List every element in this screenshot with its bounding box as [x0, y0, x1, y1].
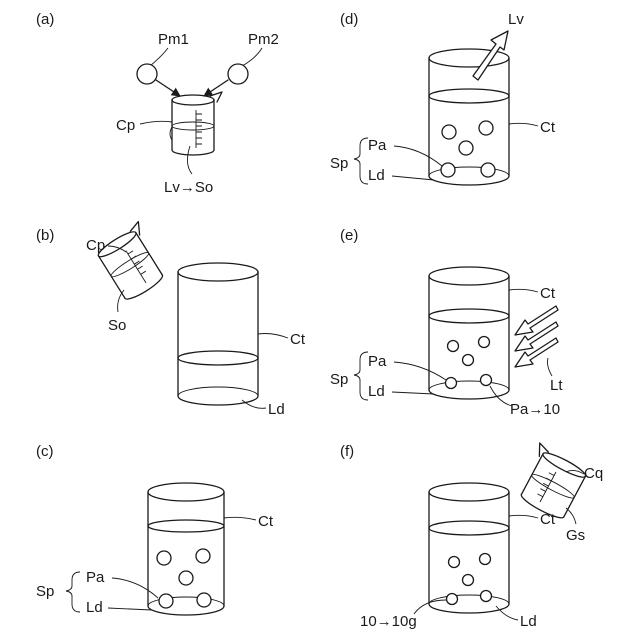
pm2-leader — [242, 48, 262, 66]
pa-leader-c — [112, 578, 158, 598]
panel-b: (b) Cp So Ct Ld — [36, 222, 306, 418]
particle-d-3 — [459, 141, 473, 155]
sp-label-e: Sp — [330, 371, 348, 388]
ld-label-b: Ld — [268, 401, 285, 418]
container-ct-f — [429, 483, 509, 613]
ct-label-b: Ct — [290, 331, 306, 348]
ct-label-f: Ct — [540, 511, 556, 528]
ld-label-d: Ld — [368, 167, 385, 184]
particle-d-5 — [481, 163, 495, 177]
ld-label-f: Ld — [520, 613, 537, 630]
particle-f-4 — [447, 594, 458, 605]
lt-leader-e — [548, 358, 553, 376]
particle-c-3 — [179, 571, 193, 585]
ct-label-e: Ct — [540, 285, 556, 302]
ld-leader-f — [496, 606, 518, 620]
material-ball-pm1 — [137, 64, 157, 84]
pa-label-d: Pa — [368, 137, 387, 154]
particle-f-5 — [481, 591, 492, 602]
ld-label-c: Ld — [86, 599, 103, 616]
tilted-beaker-cq-f — [512, 443, 589, 521]
pa-leader-d — [394, 146, 442, 166]
ct-leader-b — [258, 334, 288, 339]
container-ct-b — [178, 263, 258, 405]
so-label-b: So — [108, 317, 126, 334]
sp-brace-c — [66, 572, 80, 612]
particle-f-2 — [480, 554, 491, 565]
pa-label-c: Pa — [86, 569, 105, 586]
particle-c-2 — [196, 549, 210, 563]
particle-f-3 — [463, 575, 474, 586]
sp-brace-e — [354, 352, 368, 400]
ld-leader-c — [108, 608, 152, 610]
process-label-a: Lv→So — [164, 179, 213, 196]
panel-f: (f) Cq Gs Ct — [340, 443, 603, 630]
panel-d: (d) Lv Ct Sp Pa Ld — [330, 11, 556, 185]
process-label-e: Pa→10 — [510, 401, 560, 418]
sp-label-c: Sp — [36, 583, 54, 600]
ct-label-c: Ct — [258, 513, 274, 530]
particle-e-4 — [446, 378, 457, 389]
container-ct-e — [429, 267, 509, 399]
pa-leader-e — [394, 362, 446, 380]
ct-leader-e — [509, 289, 538, 292]
panel-a-tag: (a) — [36, 11, 54, 28]
lt-label-e: Lt — [550, 377, 563, 394]
cq-label-f: Cq — [584, 465, 603, 482]
container-ct-d — [429, 49, 509, 185]
sp-brace-d — [354, 138, 368, 184]
beaker-cp-a — [170, 92, 222, 155]
particle-f-1 — [449, 557, 460, 568]
ld-leader-d — [392, 176, 434, 180]
pm2-label: Pm2 — [248, 31, 279, 48]
particle-e-1 — [448, 341, 459, 352]
ct-leader-d — [509, 123, 538, 126]
cp-leader-a — [140, 121, 172, 124]
panel-e-tag: (e) — [340, 227, 358, 244]
process-label-f: 10→10g — [360, 613, 417, 630]
tilted-beaker-cp-b — [94, 222, 171, 303]
ld-leader-b — [242, 400, 266, 408]
lv-label-d: Lv — [508, 11, 524, 28]
process-leader-f — [414, 600, 446, 614]
sp-label-d: Sp — [330, 155, 348, 172]
panel-c: (c) Ct Sp Pa Ld — [36, 443, 274, 616]
particle-e-5 — [481, 375, 492, 386]
gs-label-f: Gs — [566, 527, 585, 544]
ct-leader-f — [509, 515, 538, 518]
pa-label-e: Pa — [368, 353, 387, 370]
panel-d-tag: (d) — [340, 11, 358, 28]
ld-label-e: Ld — [368, 383, 385, 400]
particle-d-2 — [479, 121, 493, 135]
particle-c-5 — [197, 593, 211, 607]
ld-leader-e — [392, 392, 434, 394]
particle-e-2 — [479, 337, 490, 348]
panel-c-tag: (c) — [36, 443, 54, 460]
cp-label-a: Cp — [116, 117, 135, 134]
container-ct-c — [148, 483, 224, 615]
pour-arrow-pm1 — [156, 80, 180, 96]
material-ball-pm2 — [228, 64, 248, 84]
panel-a: (a) Pm1 Pm2 Cp Lv→So — [36, 11, 279, 196]
ct-label-d: Ct — [540, 119, 556, 136]
particle-d-1 — [442, 125, 456, 139]
pm1-leader — [150, 48, 168, 66]
panel-e: (e) Lt Ct Sp Pa Ld Pa→10 — [330, 227, 563, 418]
pm1-label: Pm1 — [158, 31, 189, 48]
panel-b-tag: (b) — [36, 227, 54, 244]
process-leader-a — [187, 146, 192, 174]
particle-c-4 — [159, 594, 173, 608]
evaporation-arrow — [473, 31, 508, 80]
panel-f-tag: (f) — [340, 443, 354, 460]
ct-leader-c — [224, 517, 256, 520]
particle-d-4 — [441, 163, 455, 177]
so-leader-b — [118, 290, 124, 312]
particle-e-3 — [463, 355, 474, 366]
cp-label-b: Cp — [86, 237, 105, 254]
particle-c-1 — [157, 551, 171, 565]
